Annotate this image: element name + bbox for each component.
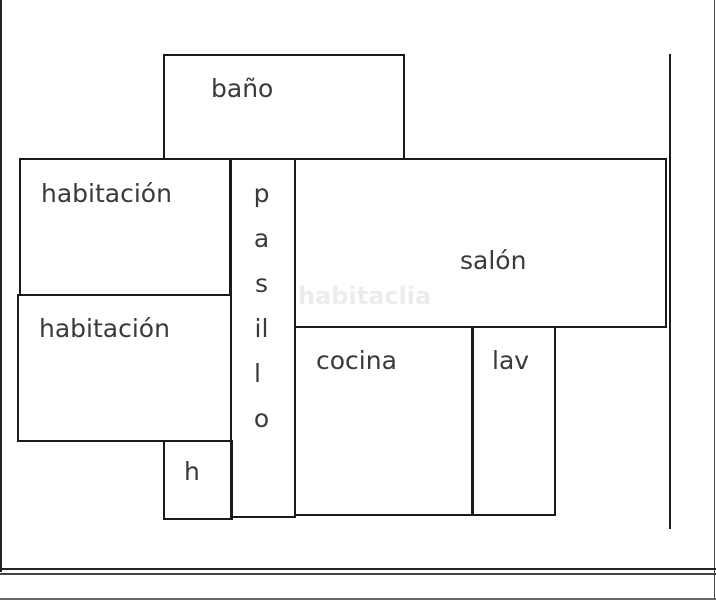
- pasillo-letter: o: [253, 404, 270, 433]
- room-label-salon: salón: [460, 246, 527, 275]
- room-bano: [163, 54, 405, 160]
- room-label-lavadero: lav: [492, 346, 530, 375]
- frame-border-right: [714, 0, 715, 600]
- pasillo-letter: a: [253, 224, 270, 253]
- pasillo-letter: l: [254, 359, 261, 388]
- pasillo-letter: il: [254, 314, 269, 343]
- room-lavadero: [471, 326, 556, 516]
- pasillo-letter: p: [253, 179, 270, 208]
- room-label-bano: baño: [211, 74, 274, 103]
- exterior-wall-line: [669, 54, 671, 529]
- room-label-habitacion-2: habitación: [39, 314, 170, 343]
- room-label-cocina: cocina: [316, 346, 397, 375]
- room-h: [163, 440, 233, 520]
- frame-border-bottom-inner: [0, 573, 716, 575]
- pasillo-letter: s: [254, 269, 269, 298]
- room-label-h: h: [184, 457, 200, 486]
- room-label-habitacion-1: habitación: [41, 179, 172, 208]
- frame-border-bottom: [0, 568, 716, 570]
- frame-border-bottom-outer: [0, 598, 716, 600]
- room-salon: [294, 158, 667, 328]
- frame-border-left: [0, 0, 2, 572]
- room-cocina: [294, 326, 474, 516]
- watermark: habitaclia: [298, 282, 432, 310]
